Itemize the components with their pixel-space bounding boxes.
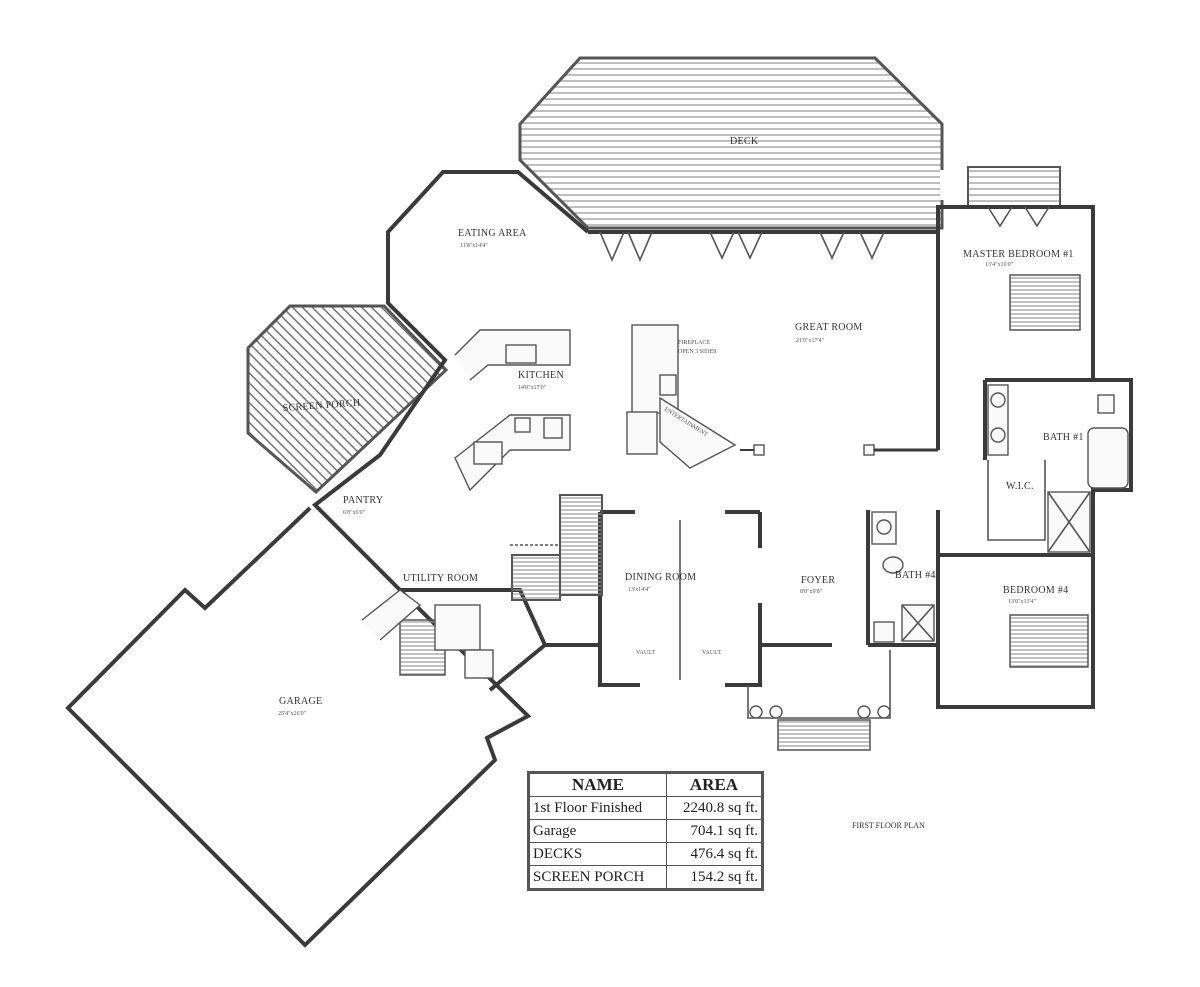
header-name: NAME	[528, 772, 667, 797]
label-dining-room: DINING ROOM	[625, 572, 696, 583]
row-name: DECKS	[528, 842, 667, 866]
dim-garage: 25'4"x26'0"	[278, 711, 307, 717]
table-row: SCREEN PORCH 154.2 sq ft.	[528, 865, 763, 890]
bedroom4-bed	[1009, 614, 1089, 668]
kitchen-counters	[454, 329, 571, 492]
dim-eating-area: 11'8"x14'4"	[460, 243, 488, 249]
dim-pantry: 6'0"x6'0"	[343, 510, 366, 516]
label-screen-porch: SCREEN PORCH	[282, 398, 360, 414]
stairs	[399, 494, 603, 676]
area-table-header-row: NAME AREA	[528, 772, 763, 797]
dim-great-room: 21'0"x17'4"	[796, 338, 825, 344]
row-area: 704.1 sq ft.	[666, 819, 763, 843]
fireplace	[626, 324, 737, 469]
label-master-bedroom: MASTER BEDROOM #1	[963, 249, 1074, 260]
dim-dining-room: 13'x14'4"	[628, 587, 651, 593]
label-bath4: BATH #4	[895, 570, 936, 581]
deck	[518, 56, 948, 230]
label-foyer: FOYER	[801, 575, 835, 586]
table-row: 1st Floor Finished 2240.8 sq ft.	[528, 796, 763, 820]
note-fireplace: OPEN 3 SIDES	[678, 349, 716, 355]
label-fireplace: FIREPLACE	[678, 340, 710, 346]
front-porch	[747, 650, 891, 751]
master-bed	[1009, 274, 1081, 331]
master-deck	[967, 166, 1061, 208]
table-row: DECKS 476.4 sq ft.	[528, 842, 763, 866]
row-area: 476.4 sq ft.	[666, 842, 763, 866]
label-garage: GARAGE	[279, 696, 322, 707]
label-wic: W.I.C.	[1006, 481, 1034, 492]
row-name: 1st Floor Finished	[528, 796, 667, 820]
utility-fixtures	[361, 589, 494, 679]
bath1-fixtures	[987, 384, 1129, 553]
area-table: NAME AREA 1st Floor Finished 2240.8 sq f…	[527, 771, 764, 891]
row-area: 2240.8 sq ft.	[666, 796, 763, 820]
dim-master-bedroom: 13'4"x16'0"	[985, 262, 1014, 268]
label-great-room: GREAT ROOM	[795, 322, 863, 333]
label-vault-right: VAULT	[702, 650, 721, 656]
table-row: Garage 704.1 sq ft.	[528, 819, 763, 843]
label-pantry: PANTRY	[343, 495, 383, 506]
row-area: 154.2 sq ft.	[666, 865, 763, 890]
garage	[65, 506, 532, 948]
plan-title: FIRST FLOOR PLAN	[852, 821, 925, 830]
label-bath1: BATH #1	[1043, 432, 1084, 443]
label-bedroom4: BEDROOM #4	[1003, 585, 1069, 596]
row-name: SCREEN PORCH	[528, 865, 667, 890]
row-name: Garage	[528, 819, 667, 843]
dim-kitchen: 14'0"x17'0"	[518, 385, 547, 391]
label-vault-left: VAULT	[636, 650, 655, 656]
bath4-fixtures	[871, 511, 935, 643]
screen-porch	[246, 304, 449, 495]
label-eating-area: EATING AREA	[458, 228, 527, 239]
label-kitchen: KITCHEN	[518, 370, 564, 381]
label-utility-room: UTILITY ROOM	[403, 573, 478, 584]
eating-area-bay	[386, 170, 590, 347]
dim-bedroom4: 13'0"x13'4"	[1008, 599, 1037, 605]
columns	[740, 444, 938, 456]
dim-foyer: 8'0"x9'8"	[800, 589, 823, 595]
label-deck: DECK	[730, 136, 759, 147]
header-area: AREA	[666, 772, 763, 797]
great-room-windows	[599, 206, 1050, 263]
